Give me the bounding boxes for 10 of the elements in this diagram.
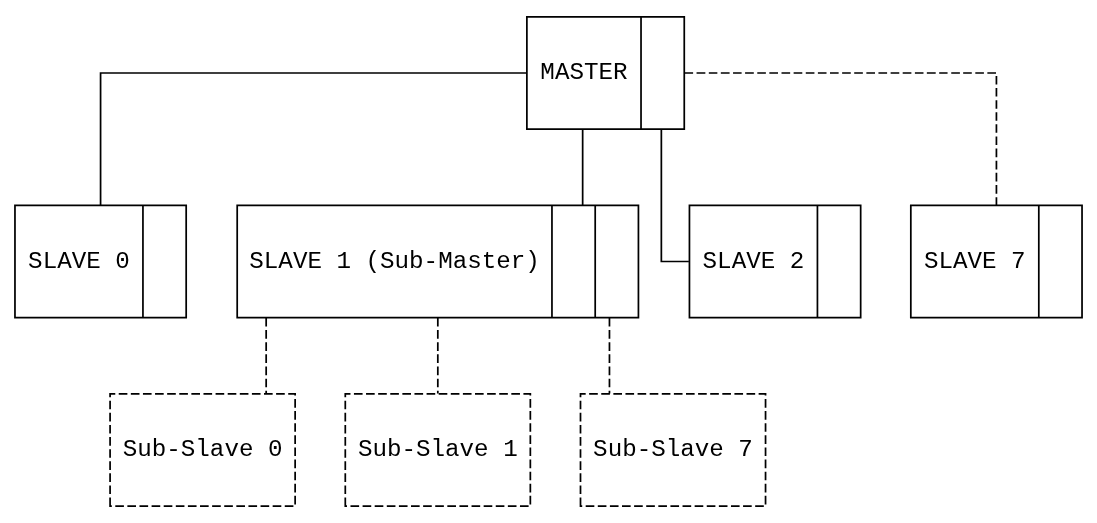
connector	[99, 72, 528, 206]
node-box: Sub-Slave 1	[344, 392, 532, 508]
node-box: Sub-Slave 0	[109, 392, 296, 508]
connector	[683, 72, 998, 206]
connector	[608, 317, 611, 395]
connector	[660, 128, 690, 263]
connector	[436, 317, 439, 395]
node-box: Sub-Slave 7	[579, 392, 767, 508]
connector	[581, 128, 584, 206]
connector	[265, 317, 268, 395]
